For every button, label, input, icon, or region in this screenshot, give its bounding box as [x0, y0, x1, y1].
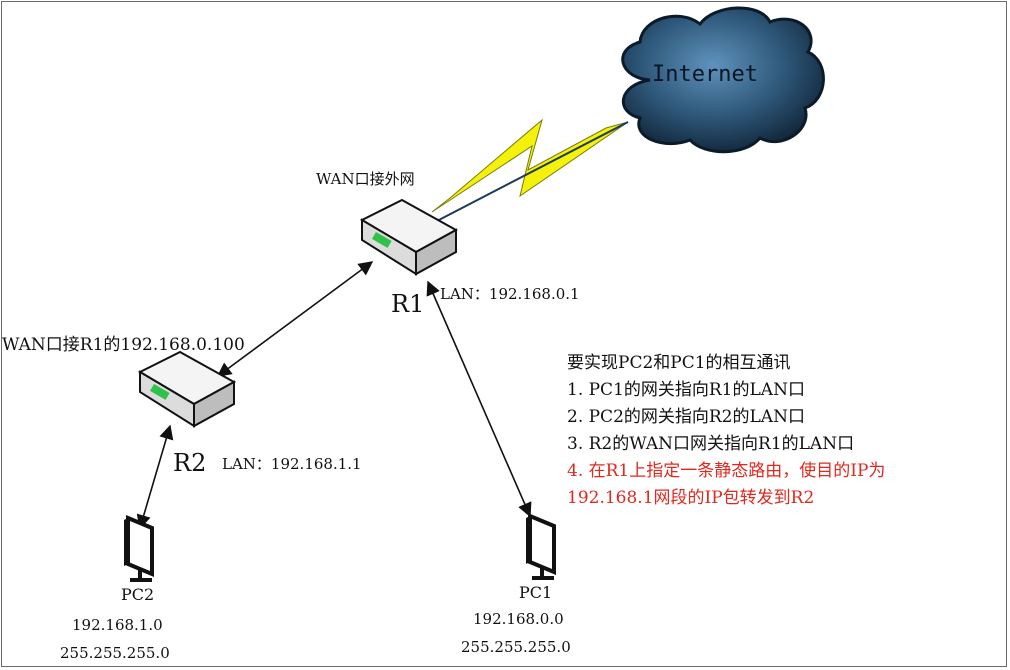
cloud-label: Internet — [652, 62, 758, 87]
notes-item-2: 2. PC2的网关指向R2的LAN口 — [567, 407, 805, 427]
r2-lan-label: LAN：192.168.1.1 — [222, 455, 362, 473]
computer-icon-pc1 — [526, 513, 556, 580]
notes-item-1: 1. PC1的网关指向R1的LAN口 — [567, 380, 805, 400]
notes-item-4-cont: 192.168.1网段的IP包转发到R2 — [567, 488, 815, 508]
notes-title: 要实现PC2和PC1的相互通讯 — [567, 353, 791, 373]
wan-link-line — [407, 121, 629, 237]
pc2-name: PC2 — [121, 585, 155, 604]
link-r1-pc1 — [426, 280, 532, 518]
r2-name: R2 — [173, 449, 207, 477]
lightning-icon — [431, 118, 629, 213]
r1-name: R1 — [391, 290, 425, 318]
link-r1-r2 — [216, 261, 374, 377]
pc2-mask: 255.255.255.0 — [60, 644, 170, 662]
notes-block: 要实现PC2和PC1的相互通讯 1. PC1的网关指向R1的LAN口 2. PC… — [567, 350, 885, 512]
pc1-mask: 255.255.255.0 — [461, 638, 571, 656]
r1-wan-label: WAN口接外网 — [316, 170, 415, 188]
link-r2-pc2 — [136, 424, 174, 530]
r1-lan-label: LAN：192.168.0.1 — [440, 285, 580, 303]
computer-icon-pc2 — [124, 515, 154, 582]
pc1-name: PC1 — [519, 583, 553, 602]
r2-wan-label: WAN口接R1的192.168.0.100 — [2, 335, 245, 355]
cloud-icon — [621, 6, 825, 154]
pc2-ip: 192.168.1.0 — [72, 616, 163, 634]
pc1-ip: 192.168.0.0 — [473, 610, 564, 628]
router-icon-r1 — [359, 198, 459, 276]
router-icon-r2 — [137, 350, 237, 428]
notes-item-4: 4. 在R1上指定一条静态路由，使目的IP为 — [567, 461, 886, 481]
notes-item-3: 3. R2的WAN口网关指向R1的LAN口 — [567, 434, 855, 454]
